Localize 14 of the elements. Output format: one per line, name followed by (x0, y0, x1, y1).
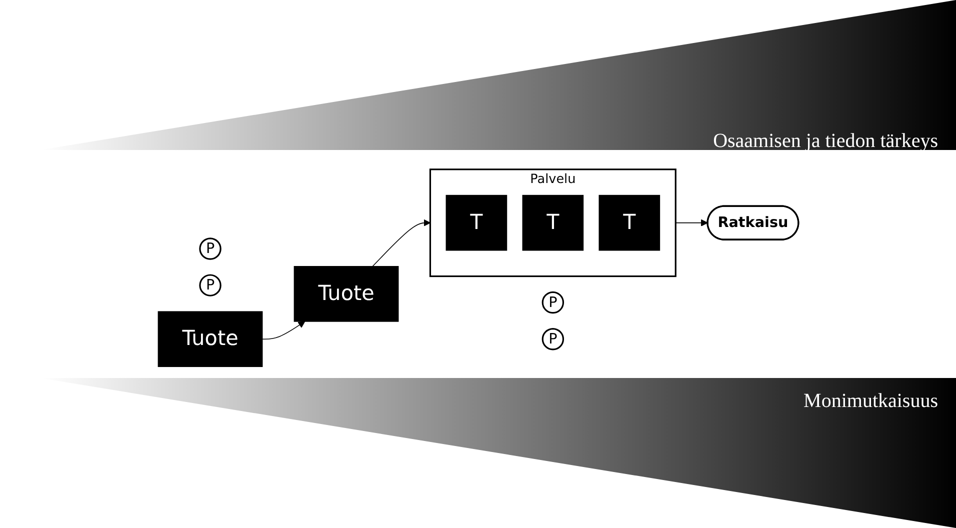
node-box: T (445, 194, 507, 250)
arrow (372, 218, 430, 266)
wedge-label: Osaamisen ja tiedon tärkeys (713, 130, 938, 153)
wedge-label: Monimutkaisuus (804, 390, 938, 413)
node-circle: P (198, 237, 222, 260)
node-circle: P (542, 290, 564, 314)
arrow (674, 218, 708, 226)
arrow (262, 320, 305, 339)
node-box: Tuote (158, 310, 262, 367)
node-box: T (598, 194, 660, 250)
node-circle: P (542, 328, 564, 350)
node-box: T (522, 194, 584, 250)
node-box: Tuote (294, 266, 398, 322)
node-circle: P (198, 274, 222, 296)
